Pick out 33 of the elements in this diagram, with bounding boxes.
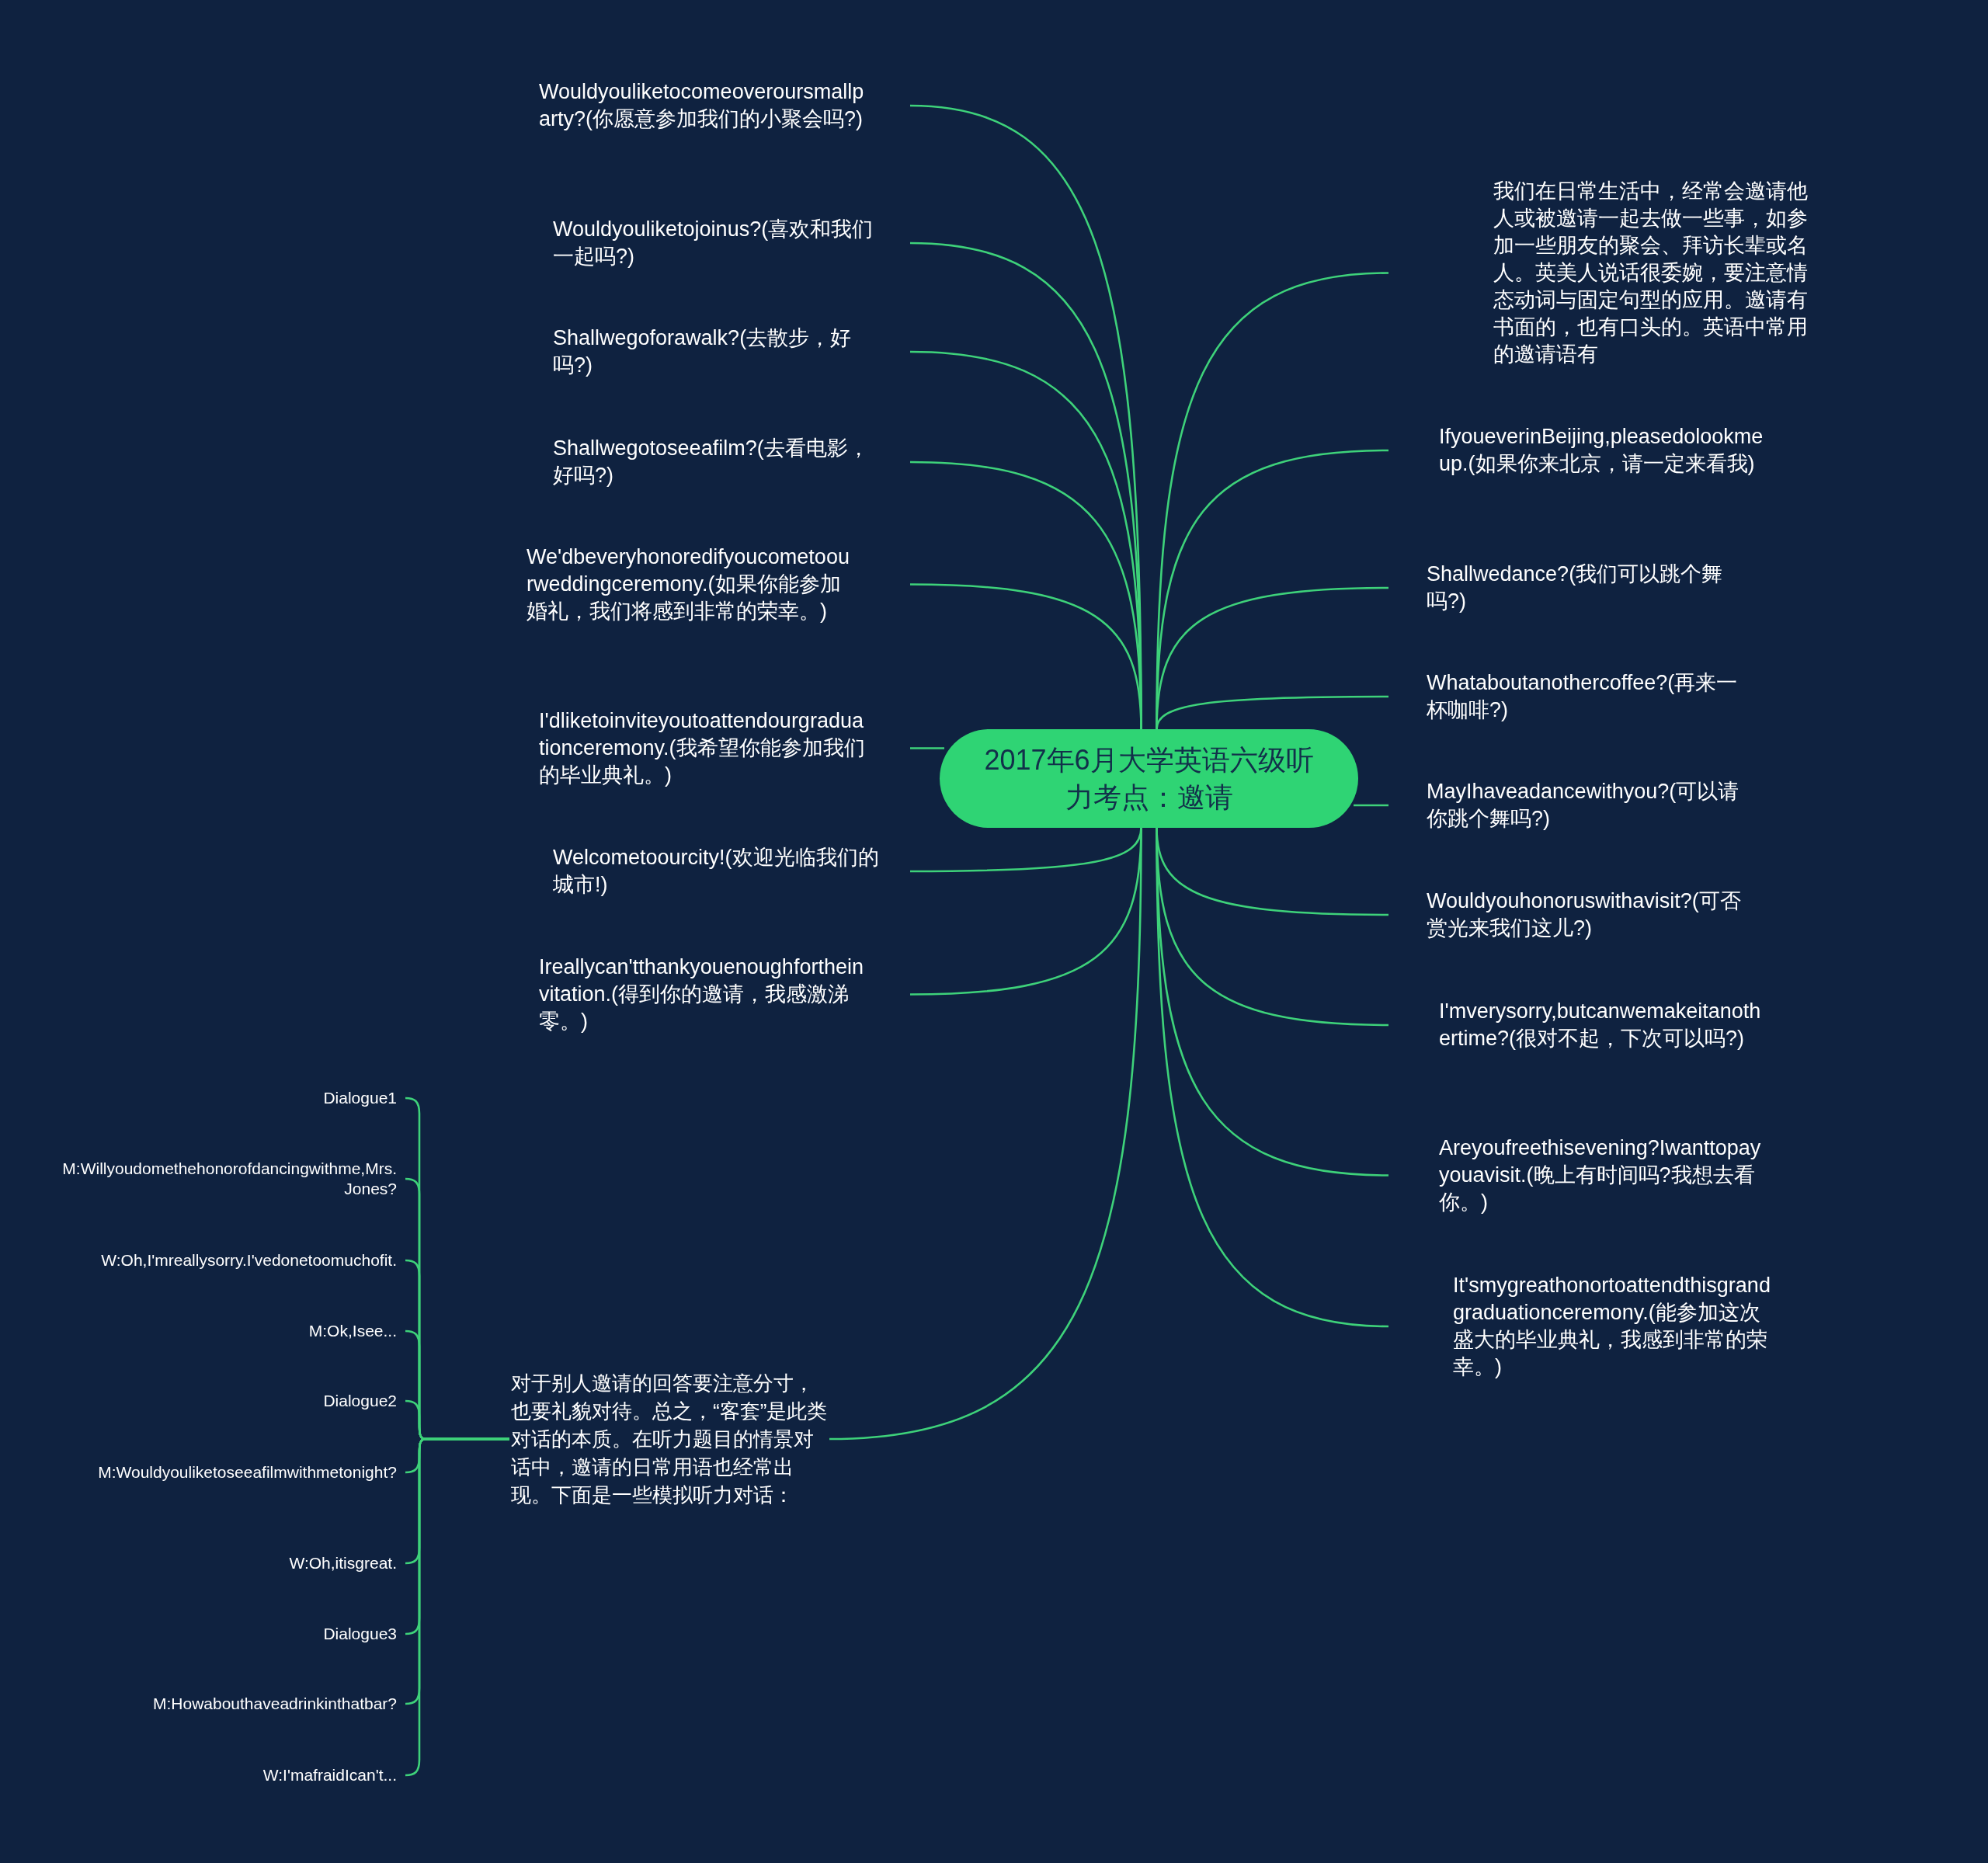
dialogue-line: M:Wouldyouliketoseeafilmwithmetonight? xyxy=(56,1462,405,1482)
dialogue-line: Dialogue1 xyxy=(56,1088,405,1108)
branch-text: Areyoufreethisevening?Iwanttopayyouavisit.(晚上有时间吗?我想去看你。) xyxy=(1388,1135,1765,1216)
branch-text: Wouldyouliketocomeoveroursmallparty?(你愿意参加我们的小聚会吗?) xyxy=(539,78,910,133)
branch-text: Shallwegotoseeafilm?(去看电影，好吗?) xyxy=(553,435,910,489)
branch-text: Wouldyouliketojoinus?(喜欢和我们一起吗?) xyxy=(553,216,910,270)
dialogue-line: Dialogue3 xyxy=(56,1624,405,1644)
branch-text: I'dliketoinviteyoutoattendourgraduationceremony.(我希望你能参加我们的毕业典礼。) xyxy=(539,707,910,789)
branch-text: We'dbeveryhonoredifyoucometoourweddingceremony.(如果你能参加婚礼，我们将感到非常的荣幸。) xyxy=(527,544,910,625)
dialogue-line: W:I'mafraidIcan't... xyxy=(56,1765,405,1785)
branch-text: Whataboutanothercoffee?(再来一杯咖啡?) xyxy=(1388,669,1753,724)
dialogue-line: M:Willyoudomethehonorofdancingwithme,Mrs.Jones? xyxy=(56,1159,405,1199)
branch-text: Welcometoourcity!(欢迎光临我们的城市!) xyxy=(553,844,910,898)
branch-text: MayIhaveadancewithyou?(可以请你跳个舞吗?) xyxy=(1388,778,1753,832)
branch-text: Wouldyouhonoruswithavisit?(可否赏光来我们这儿?) xyxy=(1388,888,1753,942)
branch-text: Shallwedance?(我们可以跳个舞吗?) xyxy=(1388,561,1753,615)
branch-text: IfyoueverinBeijing,pleasedolookmeup.(如果你来北京，请一定来看我) xyxy=(1388,423,1765,478)
branch-text: I'mverysorry,butcanwemakeitanothertime?(很对不起，下次可以吗?) xyxy=(1388,998,1765,1052)
connector-line xyxy=(910,747,944,749)
dialogue-line: M:Ok,Isee... xyxy=(56,1321,405,1341)
branch-text: Ireallycan'tthankyouenoughfortheinvitation.(得到你的邀请，我感激涕零。) xyxy=(539,954,910,1035)
branch-text: It'smygreathonortoattendthisgrandgraduationceremony.(能参加这次盛大的毕业典礼，我感到非常的荣幸。) xyxy=(1388,1272,1779,1381)
connector-line xyxy=(829,828,1142,1441)
note-text: 对于别人邀请的回答要注意分寸，也要礼貌对待。总之，“客套”是此类对话的本质。在听力题目的情景对话中，邀请的日常用语也经常出现。下面是一些模拟听力对话： xyxy=(511,1369,829,1509)
branch-text: 我们在日常生活中，经常会邀请他人或被邀请一起去做一些事，如参加一些朋友的聚会、拜访长辈或名人。英美人说话很委婉，要注意情态动词与固定句型的应用。邀请有书面的，也有口头的。英语中常用的邀请语有 xyxy=(1388,178,1808,368)
dialogue-line: Dialogue2 xyxy=(56,1391,405,1411)
dialogue-line: W:Oh,itisgreat. xyxy=(56,1553,405,1573)
branch-text: Shallwegoforawalk?(去散步，好吗?) xyxy=(553,325,910,379)
dialogue-line: M:Howabouthaveadrinkinthatbar? xyxy=(56,1694,405,1714)
connector-line xyxy=(1156,695,1388,730)
connector-line xyxy=(1354,804,1388,807)
dialogue-line: W:Oh,I'mreallysorry.I'vedonetoomuchofit. xyxy=(56,1250,405,1270)
topic-box: 2017年6月大学英语六级听力考点：邀请 xyxy=(940,729,1358,828)
